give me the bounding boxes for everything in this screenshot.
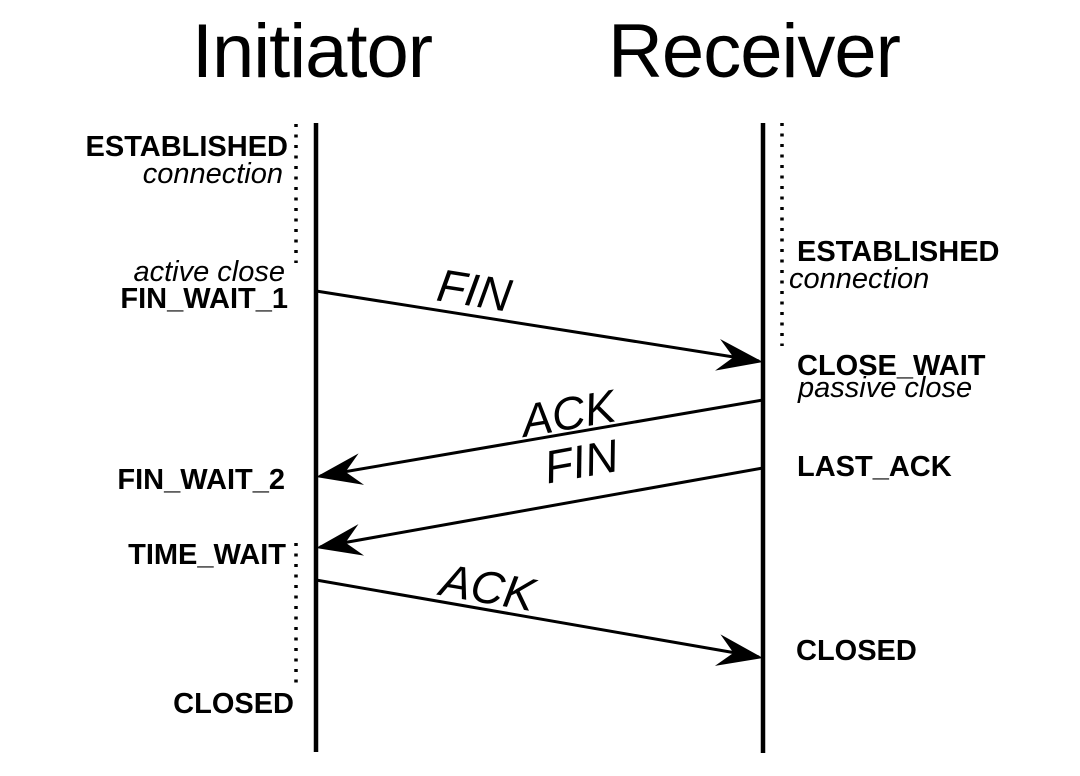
receiver-connection-note: connection [789, 263, 929, 295]
initiator-title: Initiator [192, 9, 433, 94]
ack-2-label: ACK [434, 553, 541, 621]
initiator-state-time-wait: TIME_WAIT [128, 539, 286, 571]
receiver-state-established: ESTABLISHED [797, 236, 999, 268]
receiver-title: Receiver [608, 9, 901, 94]
ack-1-arrowhead-icon [316, 453, 365, 485]
fin-2-arrow-line [319, 466, 764, 549]
ack-1-arrow-line [319, 398, 764, 478]
receiver-state-close-wait: CLOSE_WAIT [797, 350, 986, 382]
receiver-passive-close-note: passive close [797, 372, 972, 404]
initiator-state-closed: CLOSED [173, 688, 294, 720]
initiator-state-established: ESTABLISHED [86, 131, 288, 163]
receiver-state-last-ack: LAST_ACK [797, 451, 952, 483]
initiator-active-close-note: active close [133, 256, 285, 288]
ack-2-arrowhead-icon [714, 634, 763, 666]
fin-2-arrowhead-icon [316, 524, 365, 556]
initiator-state-fin-wait-1: FIN_WAIT_1 [120, 283, 288, 315]
initiator-state-fin-wait-2: FIN_WAIT_2 [117, 464, 285, 496]
fin-1-arrow-line [315, 289, 760, 363]
receiver-state-closed: CLOSED [796, 635, 917, 667]
ack-2-arrow-line [315, 578, 760, 659]
fin-1-arrowhead-icon [715, 339, 763, 371]
fin-1-label: FIN [434, 259, 516, 322]
initiator-connection-note: connection [143, 158, 283, 190]
